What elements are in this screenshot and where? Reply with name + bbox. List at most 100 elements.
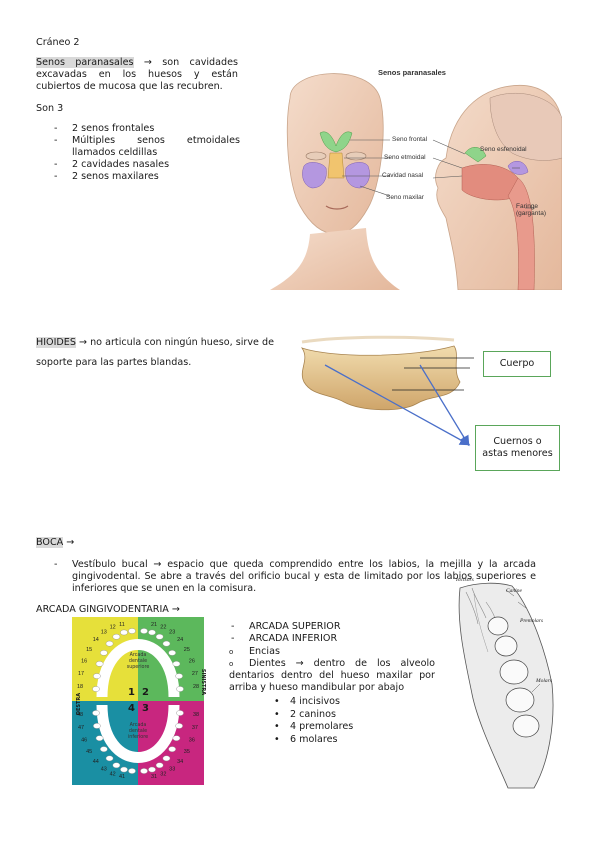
tooth-number: 35 bbox=[184, 749, 190, 755]
tooth bbox=[168, 650, 176, 656]
tooth bbox=[120, 766, 128, 773]
tooth bbox=[172, 661, 181, 667]
tooth bbox=[93, 673, 101, 679]
senos-illustration bbox=[270, 73, 563, 291]
tooth-number: 13 bbox=[101, 629, 107, 635]
tooth-number: 25 bbox=[184, 647, 190, 653]
tooth bbox=[172, 735, 181, 741]
tooth bbox=[128, 768, 136, 774]
tooth-number: 43 bbox=[101, 767, 107, 773]
boca-heading: BOCA → bbox=[36, 537, 74, 548]
quadrant-4: 4 bbox=[128, 703, 135, 714]
quadrant-3: 3 bbox=[142, 703, 149, 714]
senos-def: → son cavidades excavadas en los huesos … bbox=[36, 57, 239, 92]
tooth bbox=[95, 735, 104, 741]
tooth-number: 18 bbox=[77, 684, 83, 690]
hioides-figure bbox=[292, 330, 477, 440]
tooth-number: 16 bbox=[81, 658, 87, 664]
list-item: Múltiples senos etmoidales llamados celd… bbox=[52, 135, 240, 159]
tooth-number: 48 bbox=[77, 712, 83, 718]
tooth bbox=[95, 661, 104, 667]
list-item: 2 senos frontales bbox=[52, 123, 240, 135]
tooth bbox=[92, 710, 100, 716]
hioides-def: → no articula con ningún hueso, sirve de… bbox=[36, 337, 274, 368]
arcada-list: ARCADA SUPERIOR ARCADA INFERIOR bbox=[229, 621, 449, 645]
tooth-number: 33 bbox=[169, 767, 175, 773]
senos-term: Senos paranasales bbox=[36, 57, 134, 68]
tooth-number: 45 bbox=[86, 749, 92, 755]
tooth-number: 26 bbox=[189, 658, 195, 664]
tooth bbox=[148, 629, 156, 636]
label-cavidad-nasal: Cavidad nasal bbox=[382, 172, 424, 179]
hioides-illustration bbox=[301, 335, 474, 411]
tooth bbox=[176, 686, 184, 692]
tooth bbox=[100, 650, 108, 656]
list-item: 2 caninos bbox=[266, 709, 386, 722]
tooth-number: 23 bbox=[169, 629, 175, 635]
tooth-number: 42 bbox=[110, 772, 116, 778]
tooth bbox=[92, 686, 100, 692]
tooth-number: 44 bbox=[93, 759, 99, 765]
list-item: ARCADA SUPERIOR bbox=[229, 621, 449, 633]
tooth-number: 47 bbox=[78, 725, 84, 731]
tooth bbox=[175, 673, 183, 679]
tooth-number: 22 bbox=[160, 624, 166, 630]
jaw-illustration bbox=[458, 582, 554, 789]
vestibulo-text: Vestíbulo bucal → espacio que queda comp… bbox=[72, 559, 536, 594]
lower-arch-label: Arcada dentale inferiore bbox=[86, 701, 190, 785]
tooth bbox=[162, 640, 171, 647]
seno-frontal-shape bbox=[319, 131, 353, 153]
boca-term: BOCA bbox=[36, 537, 64, 548]
dientes-text: Dientes → dentro de los alveolo dentario… bbox=[229, 658, 435, 693]
tooth bbox=[112, 633, 121, 640]
side-right: SINISTRA bbox=[200, 668, 207, 696]
tooth-number: 11 bbox=[119, 622, 125, 628]
label-seno-etmoidal: Seno etmoidal bbox=[384, 154, 426, 161]
tooth bbox=[176, 710, 184, 716]
tooth bbox=[140, 768, 148, 774]
tooth bbox=[148, 766, 156, 773]
tooth-number: 28 bbox=[193, 684, 199, 690]
tooth-number: 32 bbox=[160, 772, 166, 778]
tooth-number: 27 bbox=[192, 671, 198, 677]
tooth bbox=[175, 723, 183, 729]
label-molars: Molars bbox=[536, 678, 552, 684]
tooth bbox=[168, 746, 176, 752]
senos-count: Son 3 bbox=[36, 103, 64, 114]
tooth-number: 12 bbox=[110, 624, 116, 630]
label-seno-frontal: Seno frontal bbox=[392, 136, 428, 143]
label-canine: Canine bbox=[506, 588, 522, 594]
list-item: 2 senos maxilares bbox=[52, 171, 240, 183]
arcada-heading: ARCADA GINGIVODENTARIA → bbox=[36, 604, 180, 615]
tooth bbox=[155, 633, 164, 640]
tooth-number: 24 bbox=[177, 637, 183, 643]
senos-figure: Senos paranasales Seno frontal Seno etmo… bbox=[250, 58, 563, 291]
label-faringe: Faringe (garganta) bbox=[516, 203, 546, 217]
tooth-number: 38 bbox=[193, 712, 199, 718]
lower-arch bbox=[96, 704, 180, 763]
label-premolars: Premolars bbox=[520, 618, 544, 624]
list-item: ARCADA INFERIOR bbox=[229, 633, 449, 645]
label-seno-esfenoidal: Seno esfenoidal bbox=[480, 146, 527, 153]
tooth bbox=[128, 628, 136, 634]
tooth bbox=[105, 755, 114, 762]
senos-list: 2 senos frontales Múltiples senos etmoid… bbox=[52, 123, 240, 183]
tooth bbox=[162, 755, 171, 762]
tooth-number: 21 bbox=[151, 622, 157, 628]
boca-list: Vestíbulo bucal → espacio que queda comp… bbox=[52, 559, 536, 595]
list-item: 2 cavidades nasales bbox=[52, 159, 240, 171]
vestibulo-item: Vestíbulo bucal → espacio que queda comp… bbox=[52, 559, 536, 595]
tooth bbox=[155, 762, 164, 769]
label-cuerpo: Cuerpo bbox=[483, 351, 551, 377]
teeth-list: 4 incisivos 2 caninos 4 premolares 6 mol… bbox=[266, 696, 386, 746]
tooth bbox=[105, 640, 114, 647]
jaw-figure: Incisors Canine Premolars Molars bbox=[448, 574, 558, 790]
tooth-number: 14 bbox=[93, 637, 99, 643]
side-left: DESTRA bbox=[76, 692, 83, 716]
tooth-number: 37 bbox=[192, 725, 198, 731]
